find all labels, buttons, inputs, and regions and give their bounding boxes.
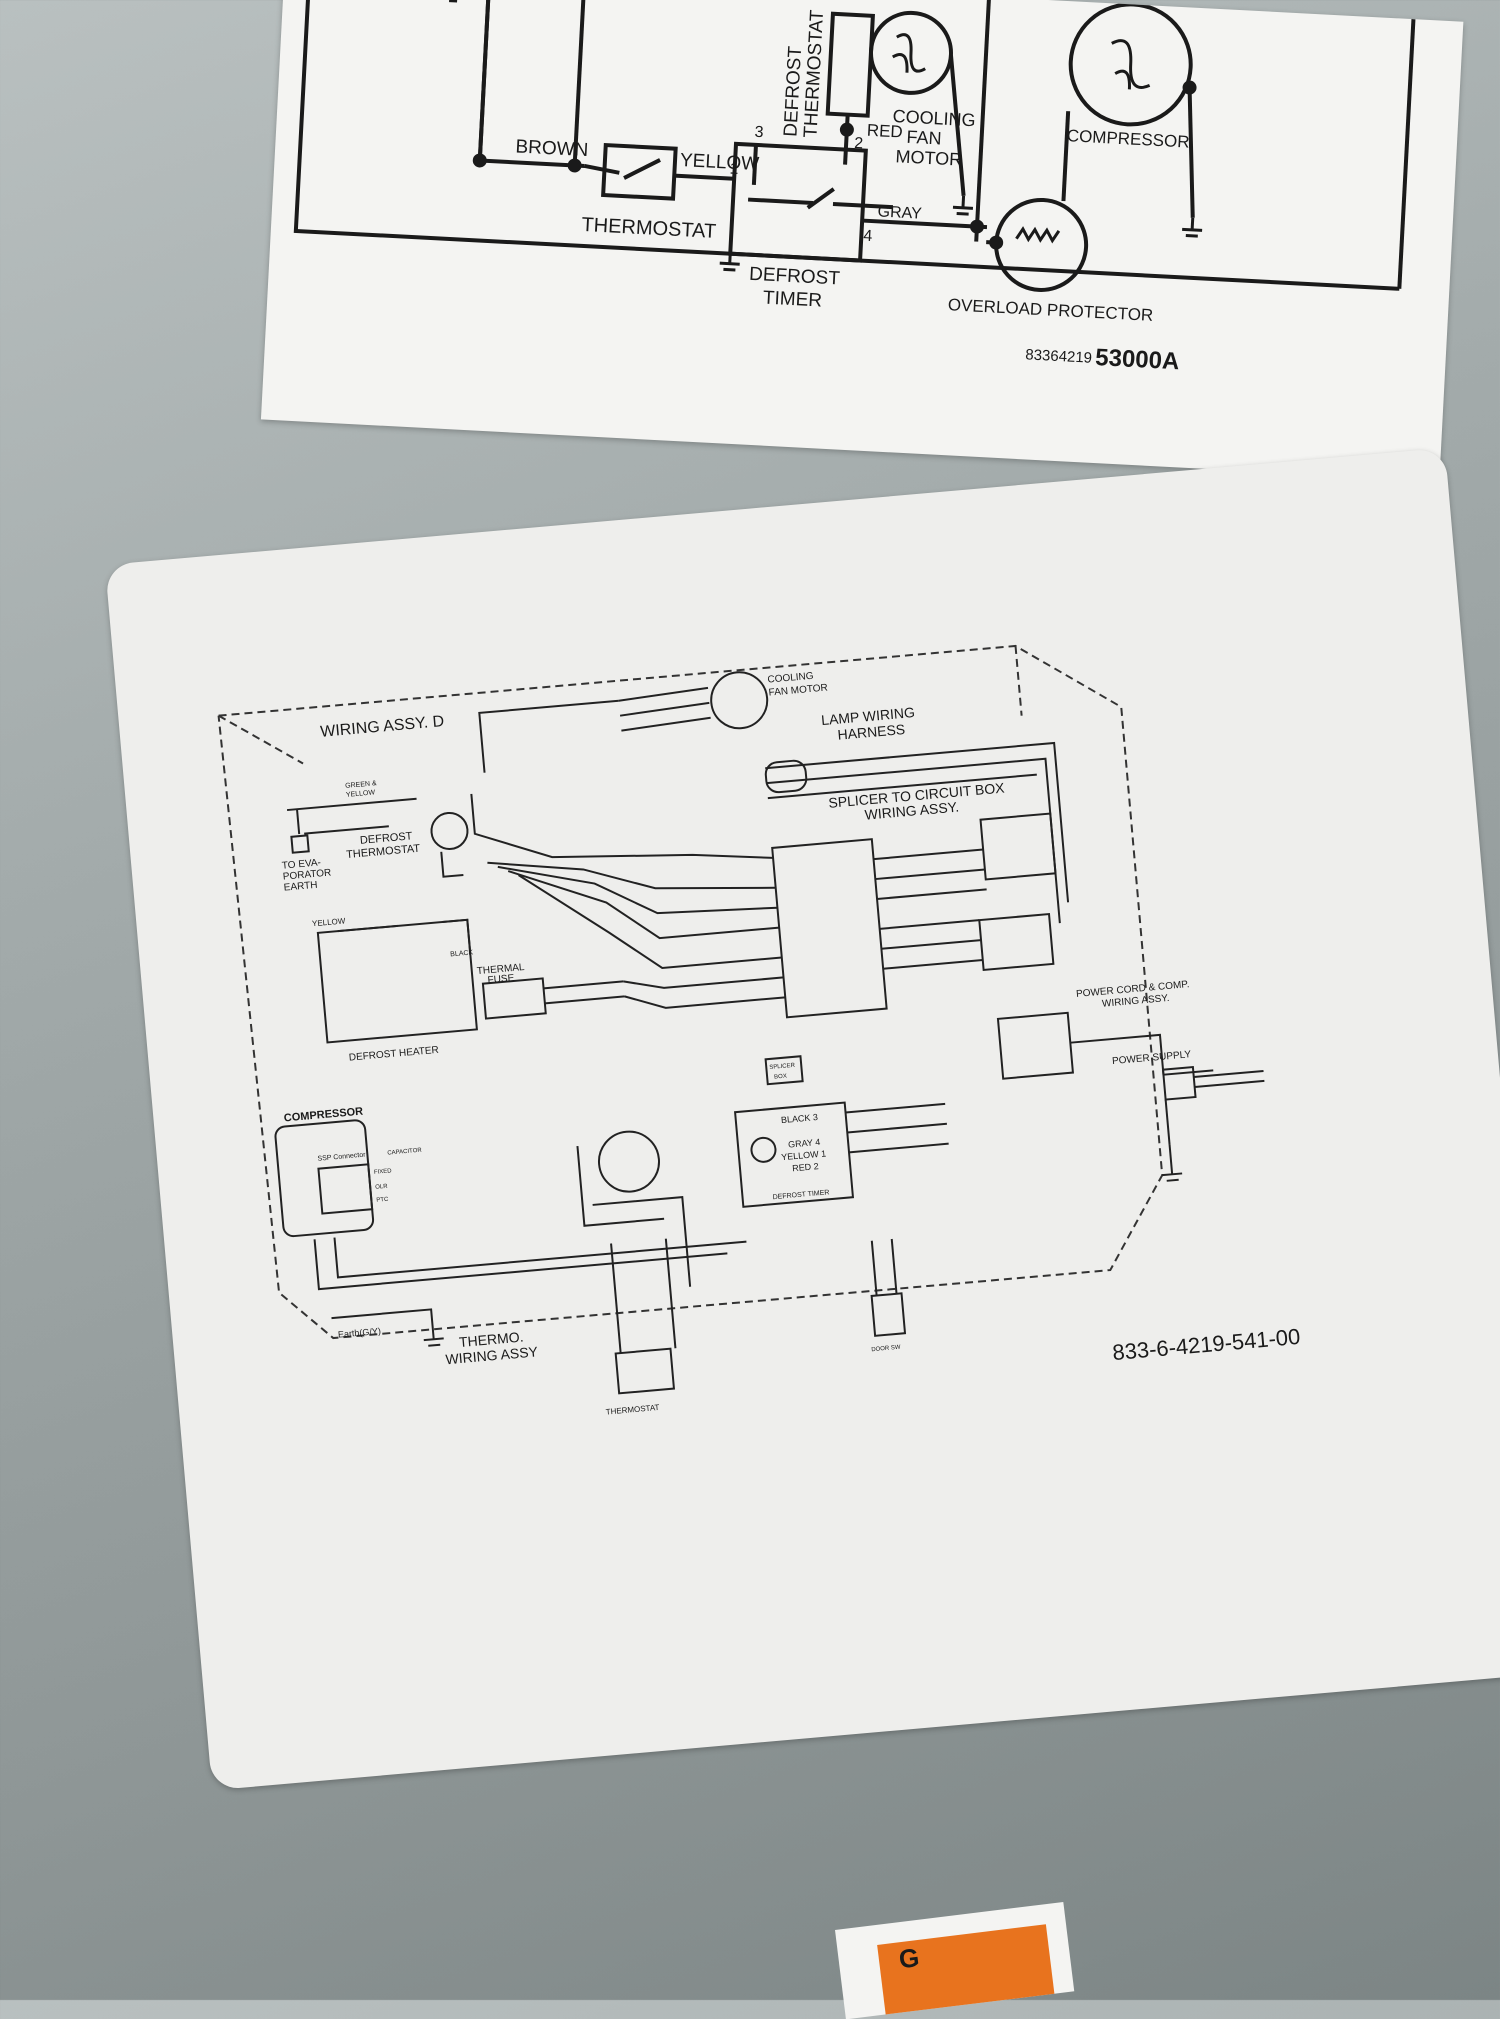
warning-sticker: G — [835, 1902, 1074, 2019]
top-wiring-sticker: BROWN YELLOW THERMOSTAT 1 2 3 4 RED GRAY… — [261, 0, 1463, 481]
wiring-assy-title: WIRING ASSY. D — [320, 713, 445, 741]
defrost-timer-label-line1: DEFROST — [749, 264, 841, 290]
terminal-4-label: 4 — [863, 228, 873, 245]
circuit-box-top — [981, 814, 1056, 880]
defrost-heater-loop — [318, 920, 477, 1043]
ssp-connector-box — [318, 1164, 372, 1213]
overload-protector-label: OVERLOAD PROTECTOR — [947, 295, 1153, 325]
warning-text: G — [897, 1942, 921, 1975]
earth-label: Earth(G/Y) — [338, 1326, 382, 1340]
door-switch-label: DOOR SW — [871, 1345, 901, 1354]
cooling-fan-motor-label-line1: COOLING — [892, 106, 976, 130]
defrost-thermostat-box — [828, 14, 873, 116]
green-yellow-label-line1: GREEN & — [345, 780, 377, 790]
defrost-thermostat-symbol — [430, 811, 469, 850]
cooling-fan-motor-symbol — [709, 670, 770, 731]
bottom-schematic: WIRING ASSY. D COOLING FAN MOTOR LAMP WI… — [105, 448, 1500, 1791]
cooling-fan-label-line2: FAN MOTOR — [768, 682, 828, 698]
top-schematic: BROWN YELLOW THERMOSTAT 1 2 3 4 RED GRAY… — [261, 0, 1463, 481]
thermal-fuse-label-line2: FUSE — [487, 973, 515, 986]
overload-protector-symbol — [994, 198, 1089, 293]
splicer-box-label-line2: BOX — [774, 1074, 787, 1081]
circuit-box-mid — [979, 914, 1053, 970]
cooling-fan-motor-label-line2: FAN — [906, 127, 942, 149]
part-number-small: 83364219 — [1025, 346, 1093, 366]
timer-gray-4-label: GRAY 4 — [788, 1137, 821, 1150]
yellow-wire — [674, 176, 734, 179]
door-switch-box — [872, 1293, 905, 1335]
terminal-1-label: 1 — [729, 161, 739, 178]
yellow-label: YELLOW — [680, 150, 760, 175]
thermostat-box — [616, 1349, 674, 1394]
compressor-label: COMPRESSOR — [283, 1106, 363, 1125]
cooling-fan-motor-label-line3: MOTOR — [895, 146, 963, 169]
defrost-heater-label: DEFROST HEATER — [348, 1045, 439, 1064]
thermostat-label: THERMOSTAT — [605, 1403, 660, 1417]
defrost-thermostat-label-line2: THERMOSTAT — [346, 843, 421, 861]
terminal-3-label: 3 — [754, 124, 764, 141]
gray-wire — [862, 221, 987, 228]
gray-label: GRAY — [877, 203, 922, 222]
terminal-2-label: 2 — [854, 135, 864, 152]
lower-fan-symbol — [596, 1129, 661, 1194]
capacitor-label: CAPACITOR — [387, 1148, 423, 1157]
defrost-timer-label-line2: TIMER — [762, 287, 822, 311]
defrost-thermostat-label-line2: THERMOSTAT — [800, 9, 828, 138]
part-number-large: 53000A — [1095, 344, 1180, 375]
compressor-body — [275, 1120, 374, 1237]
circuit-box-low — [998, 1013, 1073, 1079]
ptc-label: PTC — [376, 1197, 389, 1204]
brown-label: BROWN — [515, 136, 589, 161]
thermostat-label: THERMOSTAT — [581, 214, 717, 243]
timer-red-2-label: RED 2 — [792, 1161, 819, 1173]
olr-label: OLR — [375, 1184, 388, 1191]
yellow-wire-label: YELLOW — [312, 916, 346, 928]
splicer-box-label-line1: SPLICER — [769, 1063, 796, 1071]
part-number: 833-6-4219-541-00 — [1111, 1324, 1301, 1365]
green-yellow-label-line2: YELLOW — [346, 789, 376, 799]
timer-black-3-label: BLACK 3 — [781, 1112, 819, 1125]
dashed-enclosure — [219, 637, 1170, 1343]
timer-yellow-1-label: YELLOW 1 — [781, 1148, 827, 1162]
evaporator-earth-terminal — [291, 835, 308, 852]
right-vertical-wire — [976, 0, 989, 242]
ssp-connector-label: SSP Connector — [317, 1151, 366, 1162]
compressor-label: COMPRESSOR — [1066, 126, 1190, 151]
fixed-label: FIXED — [374, 1168, 393, 1176]
to-evaporator-label-line3: EARTH — [283, 880, 318, 894]
bottom-wiring-sticker: WIRING ASSY. D COOLING FAN MOTOR LAMP WI… — [105, 448, 1500, 1791]
splicer-terminal-block — [772, 839, 886, 1017]
